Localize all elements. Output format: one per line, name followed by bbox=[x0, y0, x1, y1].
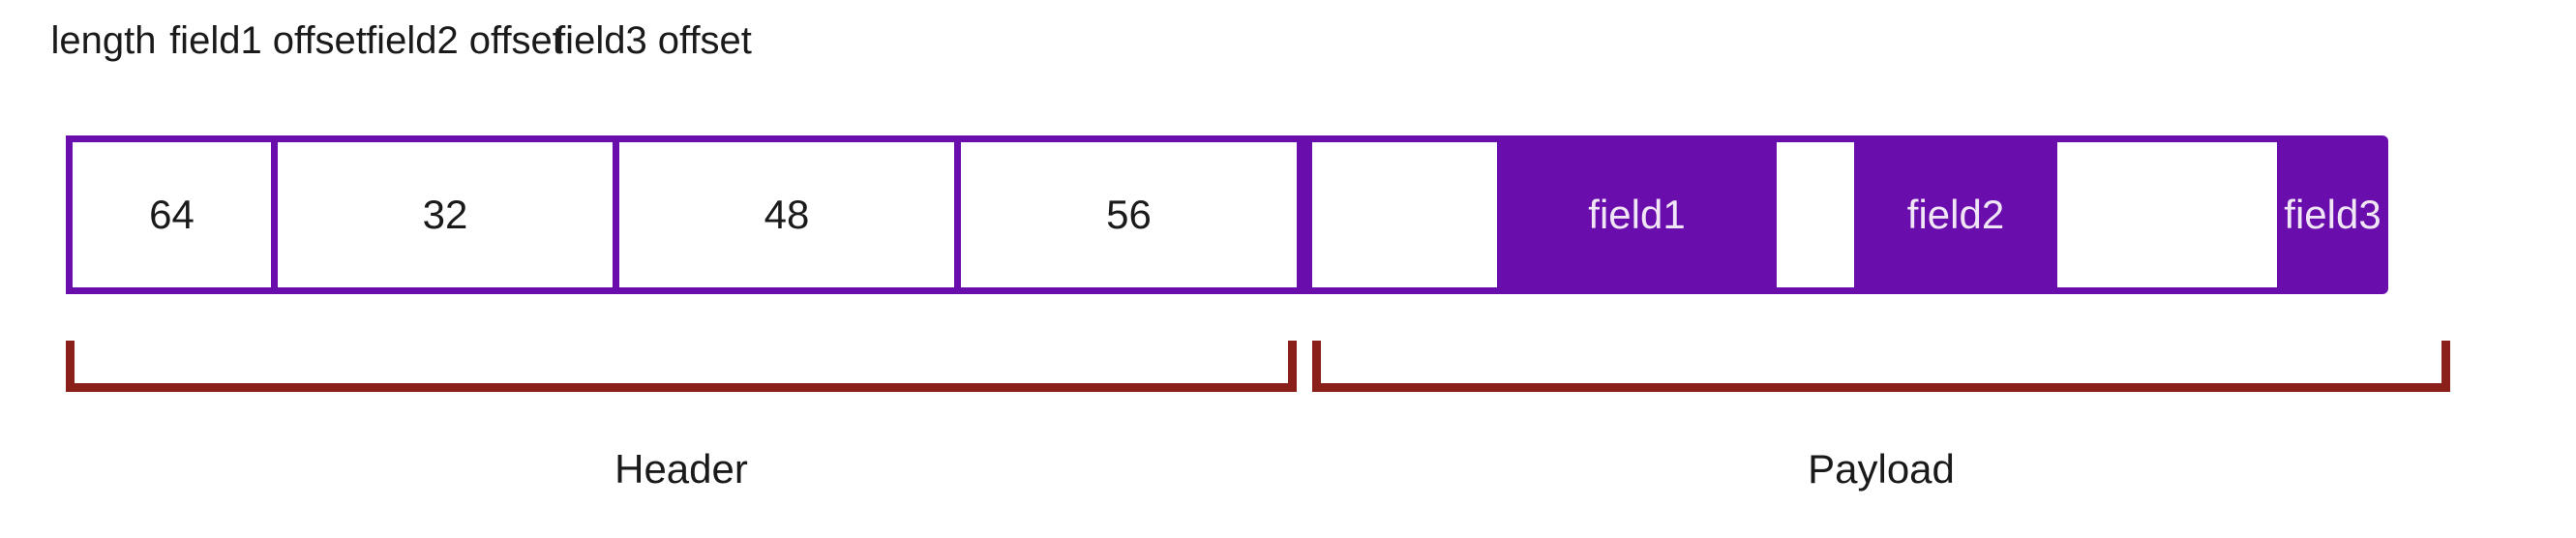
payload-field-field1: field1 bbox=[1588, 192, 1686, 237]
header-cell-value: 32 bbox=[422, 192, 468, 237]
payload-gap-3 bbox=[2057, 142, 2277, 287]
header-cell-length: 64 bbox=[66, 135, 278, 294]
header-cell-value: 64 bbox=[149, 192, 195, 237]
column-label-length: length bbox=[50, 19, 157, 62]
payload-span-bracket bbox=[1312, 334, 2450, 392]
column-label-field2-offset: field2 offset bbox=[366, 19, 563, 62]
header-cell-field3-offset: 56 bbox=[954, 135, 1303, 294]
bracket-tick-left bbox=[66, 341, 75, 392]
header-cell-field1-offset: 32 bbox=[271, 135, 619, 294]
column-label-field3-offset: field3 offset bbox=[554, 19, 752, 62]
bracket-bar bbox=[1312, 383, 2450, 392]
payload-slab: field1 field2 field3 bbox=[1303, 135, 2388, 294]
record-bar: 64 32 48 56 field1 field2 field3 bbox=[66, 135, 2388, 294]
bracket-tick-right bbox=[1288, 341, 1297, 392]
payload-field-field3: field3 bbox=[2284, 192, 2381, 237]
payload-field-field2: field2 bbox=[1906, 192, 2005, 237]
payload-gap-1 bbox=[1312, 142, 1497, 287]
span-label-header: Header bbox=[614, 446, 748, 492]
bracket-bar bbox=[66, 383, 1297, 392]
bracket-tick-left bbox=[1312, 341, 1321, 392]
bracket-tick-right bbox=[2441, 341, 2450, 392]
header-cell-value: 48 bbox=[764, 192, 810, 237]
header-span-bracket bbox=[66, 334, 1297, 392]
payload-gap-2 bbox=[1777, 142, 1854, 287]
column-label-field1-offset: field1 offset bbox=[169, 19, 367, 62]
header-cell-field2-offset: 48 bbox=[613, 135, 961, 294]
span-label-payload: Payload bbox=[1808, 446, 1955, 492]
header-cell-value: 56 bbox=[1106, 192, 1152, 237]
